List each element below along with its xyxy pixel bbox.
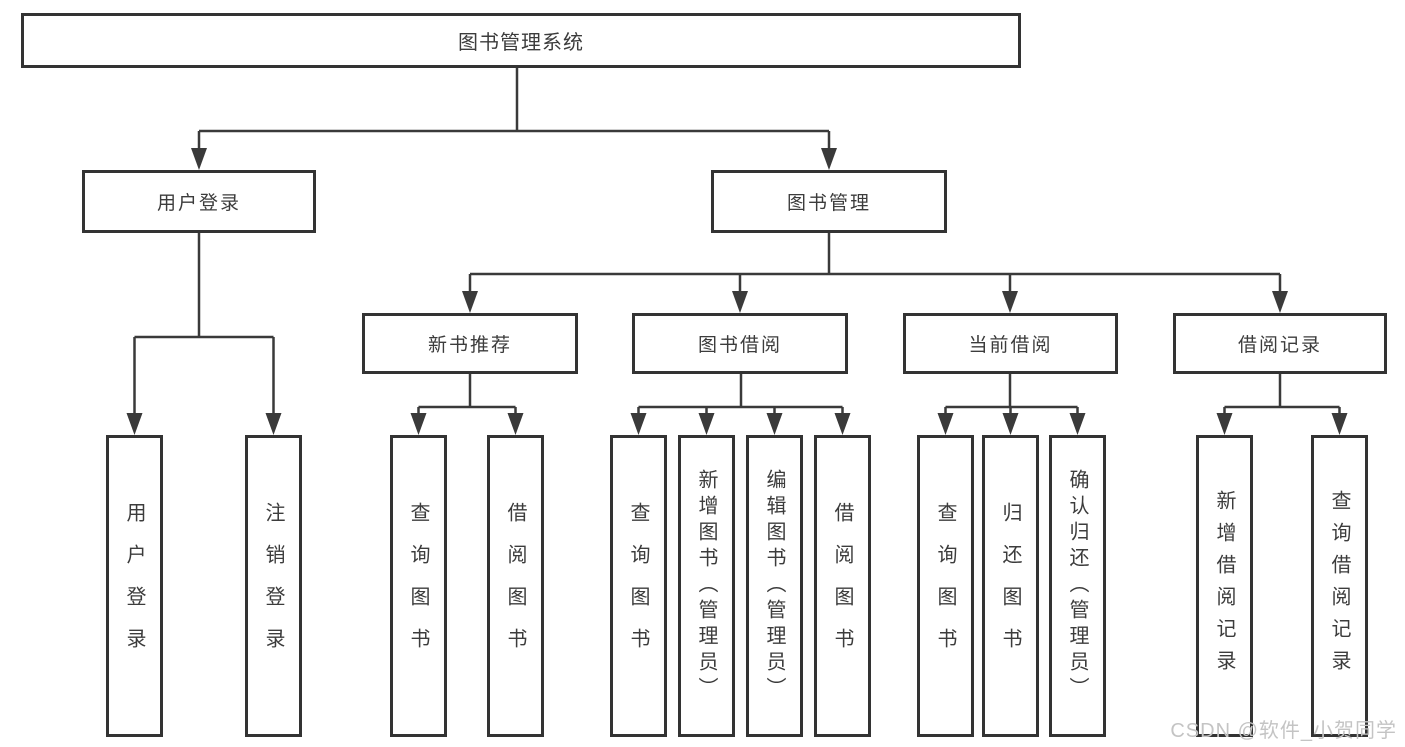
leaf-add-borrow-record: 新增借阅记录: [1196, 435, 1253, 737]
node-new-book-recommend: 新书推荐: [362, 313, 578, 374]
node-book-management-branch: 图书管理: [711, 170, 947, 233]
node-current-borrowing: 当前借阅: [903, 313, 1118, 374]
arrowheads-records-leaves: [1216, 413, 1348, 435]
node-book-management-branch-label: 图书管理: [786, 193, 871, 214]
node-current-borrowing-label: 当前借阅: [968, 335, 1053, 356]
connector-borrow-to-leaves: [637, 374, 844, 415]
leaf-query-books-recommend: 查询图书: [390, 435, 447, 737]
arrowheads-level3: [462, 291, 1288, 313]
csdn-watermark: CSDN @软件_小贺同学: [1170, 720, 1397, 742]
node-borrowing-records-label: 借阅记录: [1237, 335, 1322, 356]
arrowheads-borrow-leaves: [630, 413, 851, 435]
connector-records-to-leaves: [1223, 374, 1341, 415]
connector-management-to-level3: [468, 233, 1282, 293]
node-root-system: 图书管理系统: [21, 13, 1021, 68]
connector-root-to-level2: [197, 68, 831, 150]
arrowheads-current-leaves: [937, 413, 1086, 435]
connector-newbooks-to-leaves: [417, 374, 517, 415]
leaf-borrow-books: 借阅图书: [814, 435, 871, 737]
arrowheads-login-leaves: [126, 413, 282, 435]
leaf-add-books-admin: 新增图书（管理员）: [678, 435, 735, 737]
leaf-query-books-current: 查询图书: [917, 435, 974, 737]
leaf-user-login: 用户登录: [106, 435, 163, 737]
leaf-confirm-return-admin: 确认归还（管理员）: [1049, 435, 1106, 737]
arrowheads-newbooks-leaves: [410, 413, 524, 435]
leaf-logout: 注销登录: [245, 435, 302, 737]
connector-current-to-leaves: [944, 374, 1079, 415]
node-user-login-branch: 用户登录: [82, 170, 316, 233]
leaf-query-borrow-record: 查询借阅记录: [1311, 435, 1368, 737]
connector-login-to-leaves: [133, 233, 275, 415]
node-user-login-branch-label: 用户登录: [156, 193, 241, 214]
node-new-book-recommend-label: 新书推荐: [427, 335, 512, 356]
leaf-return-books: 归还图书: [982, 435, 1039, 737]
node-borrowing-records: 借阅记录: [1173, 313, 1387, 374]
node-root-system-label: 图书管理系统: [458, 32, 584, 54]
node-book-borrowing-label: 图书借阅: [697, 335, 782, 356]
leaf-edit-books-admin: 编辑图书（管理员）: [746, 435, 803, 737]
node-book-borrowing: 图书借阅: [632, 313, 848, 374]
arrowheads-level2: [191, 148, 837, 170]
leaf-borrow-books-recommend: 借阅图书: [487, 435, 544, 737]
leaf-query-books-borrow: 查询图书: [610, 435, 667, 737]
